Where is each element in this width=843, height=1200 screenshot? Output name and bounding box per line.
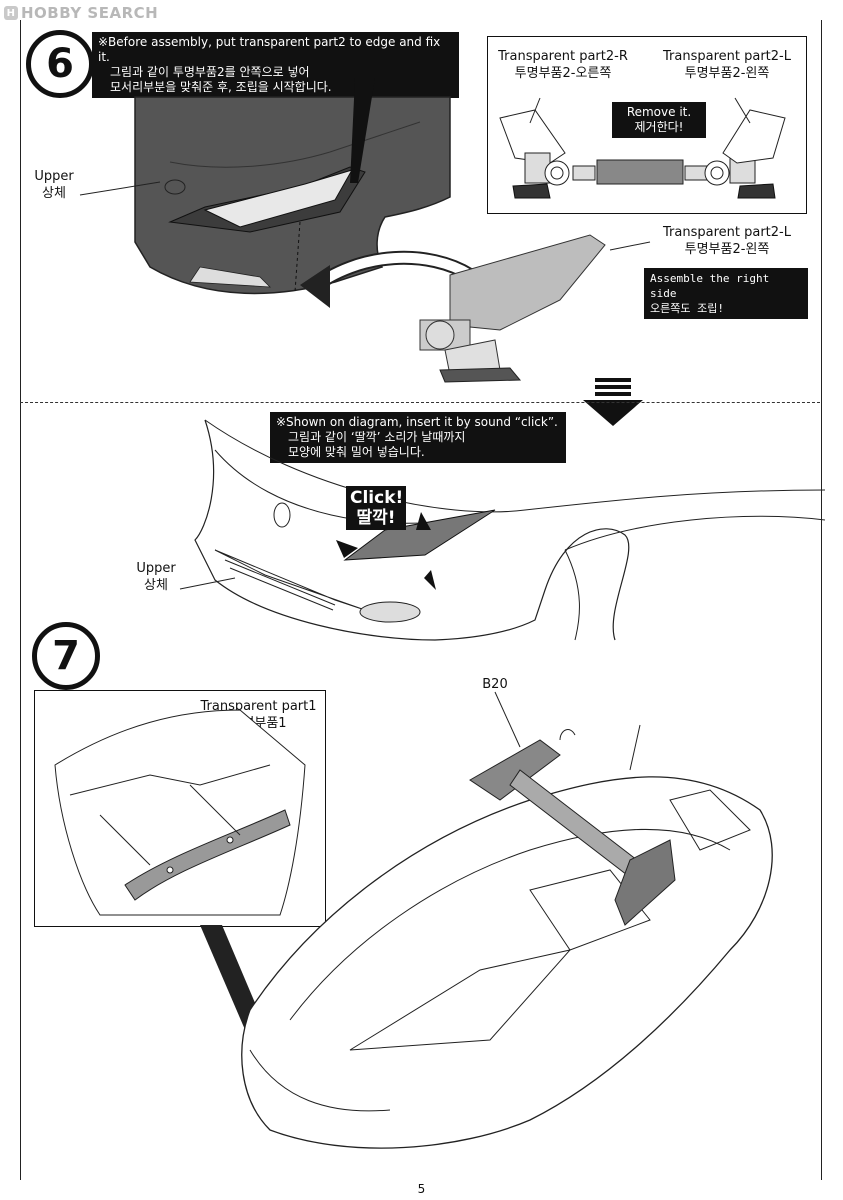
click-indicator-arrows (336, 512, 436, 590)
click-en: Click! (350, 488, 404, 508)
note-line-ko-2: 모서리부분을 맞춰준 후, 조립을 시작합니다. (110, 80, 332, 94)
step-6-badge: 6 (26, 30, 94, 98)
upper-label-en: Upper (34, 169, 74, 184)
part2-r-en: Transparent part2-R (498, 49, 628, 64)
part2-l-ko: 투명부품2-왼쪽 (684, 66, 770, 81)
note-line-en: ※Before assembly, put transparent part2 … (98, 35, 441, 64)
remove-ko: 제거한다! (634, 120, 684, 134)
inset-label-part2-r: Transparent part2-R 투명부품2-오른쪽 (493, 48, 633, 82)
page-number: 5 (417, 1182, 426, 1196)
note-pointer (350, 78, 375, 183)
upper-label-ko: 상체 (42, 186, 66, 201)
upper-b-ko: 상체 (144, 578, 168, 593)
step-6-number: 6 (46, 41, 74, 87)
brand-mark-icon: H (4, 6, 18, 20)
remove-en: Remove it. (626, 105, 692, 119)
car-body-overall-illustration (241, 724, 773, 1149)
click-callout: Click! 딸깍! (346, 486, 406, 530)
upper-leader-line (79, 181, 161, 196)
click-note-ko-1: 그림과 같이 ‘딸깍’ 소리가 날때까지 (288, 430, 466, 444)
transparent-part2-exploded (300, 234, 606, 383)
part2-l-leader (609, 241, 651, 251)
part2-l-callout: Transparent part2-L 투명부품2-왼쪽 (652, 224, 802, 258)
hobby-search-logo: H HOBBY SEARCH (4, 4, 158, 22)
upper-label-step6: Upper 상체 (26, 168, 82, 202)
step-7-badge: 7 (32, 622, 100, 690)
brand-text: HOBBY SEARCH (21, 4, 159, 22)
click-ko: 딸깍! (356, 508, 396, 528)
section-divider (20, 402, 820, 403)
upper-label-step6b: Upper 상체 (128, 560, 184, 594)
assemble-ko: 오른쪽도 조립! (650, 302, 724, 315)
page-frame (20, 20, 822, 1180)
step-6-instruction-note: ※Before assembly, put transparent part2 … (92, 32, 459, 98)
note-line-ko-1: 그림과 같이 투명부품2를 안쪽으로 넣어 (110, 65, 310, 79)
car-front-headlight-illustration (194, 419, 826, 641)
upper-b-leader (179, 577, 236, 590)
part2-r-ko: 투명부품2-오른쪽 (514, 66, 612, 81)
sprue-parts-illustration (499, 97, 786, 199)
assemble-right-note: Assemble the right side 오른쪽도 조립! (644, 268, 808, 319)
down-arrow-icon (583, 378, 643, 426)
part-b20-label: B20 (482, 677, 508, 692)
b20-leader (494, 691, 521, 748)
step-7-number: 7 (52, 633, 80, 679)
part2-l-callout-ko: 투명부품2-왼쪽 (684, 242, 770, 257)
interior-closeup-illustration (54, 709, 306, 916)
click-instruction-note: ※Shown on diagram, insert it by sound “c… (270, 412, 566, 463)
upper-b-en: Upper (136, 561, 176, 576)
assemble-en: Assemble the right side (650, 272, 770, 300)
click-note-en: ※Shown on diagram, insert it by sound “c… (276, 415, 558, 429)
part2-l-callout-en: Transparent part2-L (663, 225, 791, 240)
remove-it-note: Remove it. 제거한다! (612, 102, 706, 138)
inset-label-part2-l: Transparent part2-L 투명부품2-왼쪽 (656, 48, 798, 82)
car-front-closeup-illustration (134, 96, 451, 295)
part2-l-en: Transparent part2-L (663, 49, 791, 64)
click-note-ko-2: 모양에 맞춰 밀어 넣습니다. (288, 445, 425, 459)
